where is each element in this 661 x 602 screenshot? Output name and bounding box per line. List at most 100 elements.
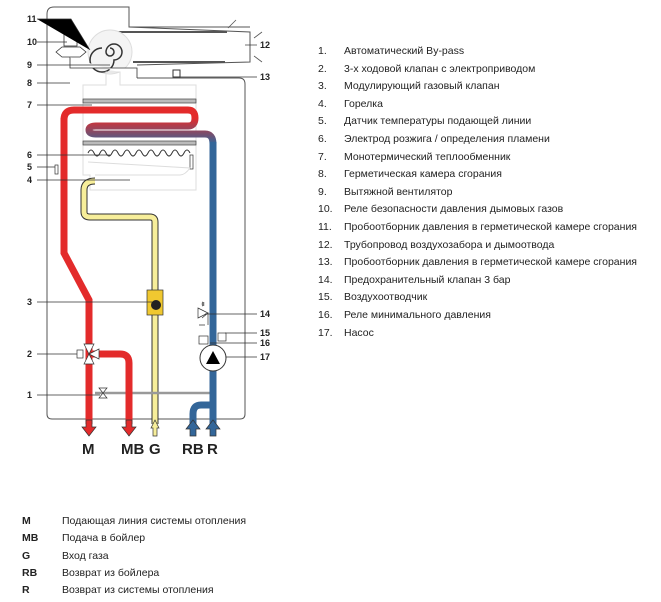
legend-number: 14. [318, 273, 333, 286]
legend-text: Пробоотборник давления в герметической к… [344, 220, 637, 233]
arrow-up-r [205, 419, 221, 437]
bypass-valve [98, 387, 108, 399]
legend-item: 2. 3-х ходовой клапан с электроприводом [318, 61, 637, 79]
combustion-chamber [82, 71, 197, 191]
legend-number: 5. [318, 115, 327, 128]
legend-number: 2. [318, 62, 327, 75]
legend-item: 1. Автоматический By-pass [318, 43, 637, 61]
callout-17: 17 [260, 352, 270, 362]
boiler-flow-pipe [92, 350, 133, 424]
callout-3: 3 [27, 297, 32, 307]
callout-7: 7 [27, 100, 32, 110]
legend-item: 8. Герметическая камера сгорания [318, 166, 637, 184]
key-text: Подающая линия системы отопления [62, 515, 247, 527]
key-item: MB Подача в бойлер [22, 530, 246, 547]
callout-4: 4 [27, 175, 32, 185]
pump-arrow-icon [206, 351, 220, 364]
callout-2: 2 [27, 349, 32, 359]
key-code: RB [22, 566, 38, 579]
flue-duct [113, 19, 263, 66]
legend-number: 10. [318, 203, 333, 216]
callout-10: 10 [27, 37, 37, 47]
legend-number: 9. [318, 185, 327, 198]
callout-13: 13 [260, 72, 270, 82]
legend-text: Насос [344, 326, 374, 339]
electrode-tip [189, 154, 194, 170]
legend-item: 12. Трубопровод воздухозабора и дымоотвод… [318, 237, 637, 255]
callout-1: 1 [27, 390, 32, 400]
legend-number: 6. [318, 132, 327, 145]
legend-text: Электрод розжига / определения пламени [344, 132, 550, 145]
legend-text: Пробоотборник давления в герметической к… [344, 256, 637, 269]
boiler-return-pipe [189, 401, 213, 424]
component-legend: 1. Автоматический By-pass 2. 3-х ходовой кл… [318, 43, 637, 342]
callout-lines [37, 18, 257, 396]
legend-text: 3-х ходовой клапан с электроприводом [344, 62, 536, 75]
legend-item: 6. Электрод розжига / определения пламени [318, 131, 637, 149]
key-item: M Подающая линия системы отопления [22, 513, 246, 530]
arrow-down-m [81, 419, 97, 437]
arrow-up-g [150, 419, 160, 437]
legend-text: Трубопровод воздухозабора и дымоотвода [344, 238, 555, 251]
arrow-up-rb [185, 419, 201, 437]
safety-valve [197, 301, 209, 326]
callout-12: 12 [260, 40, 270, 50]
legend-number: 4. [318, 97, 327, 110]
boiler-diagram: 11 10 9 8 7 6 5 4 3 2 1 12 13 14 15 16 1… [27, 6, 270, 458]
callout-14: 14 [260, 309, 270, 319]
legend-item: 14. Предохранительный клапан 3 бар [318, 272, 637, 290]
legend-item: 13. Пробоотборник давления в герметическо… [318, 254, 637, 272]
legend-number: 3. [318, 80, 327, 93]
legend-text: Автоматический By-pass [344, 45, 465, 57]
legend-number: 12. [318, 238, 333, 251]
pipe-label-mb: MB [121, 441, 144, 458]
legend-number: 16. [318, 308, 333, 321]
legend-item: 17. Насос [318, 325, 637, 343]
callout-11: 11 [27, 14, 37, 24]
air-vent [217, 332, 227, 342]
gas-valve-actuator [151, 300, 161, 310]
legend-item: 16. Реле минимального давления [318, 307, 637, 325]
key-text: Возврат из системы отопления [62, 584, 214, 597]
pipe-label-r: R [207, 441, 218, 458]
legend-number: 17. [318, 326, 333, 339]
pressure-tap [172, 69, 181, 78]
arrow-down-mb [121, 419, 137, 437]
heat-exchanger-plate [82, 98, 197, 104]
callout-5: 5 [27, 162, 32, 172]
legend-number: 8. [318, 168, 327, 181]
legend-text: Воздухоотводчик [344, 291, 428, 304]
legend-number: 11. [318, 220, 332, 233]
legend-text: Модулирующий газовый клапан [344, 80, 500, 93]
key-code: M [22, 515, 31, 527]
legend-item: 4. Горелка [318, 96, 637, 114]
key-code: G [22, 549, 31, 562]
callout-6: 6 [27, 150, 32, 160]
ignition-electrode [87, 149, 191, 157]
boiler-casing [46, 6, 250, 28]
key-text: Подача в бойлер [62, 532, 146, 545]
legend-text: Предохранительный клапан 3 бар [344, 273, 511, 286]
legend-number: 1. [318, 45, 327, 57]
legend-text: Герметическая камера сгорания [344, 168, 502, 181]
pressure-switch-min [198, 335, 209, 345]
legend-text: Горелка [344, 97, 383, 110]
boiler-casing-lower [46, 14, 246, 420]
legend-item: 9.Вытяжной вентилятор [318, 184, 637, 202]
burner [87, 161, 191, 176]
legend-item: 10.Реле безопасности давления дымовых га… [318, 201, 637, 219]
legend-text: Реле минимального давления [344, 308, 491, 321]
legend-number: 13. [318, 256, 333, 269]
callout-15: 15 [260, 328, 270, 338]
key-code: MB [22, 532, 39, 545]
pipe-label-g: G [149, 441, 161, 458]
temperature-sensor [54, 164, 59, 175]
legend-item: 15.Воздухоотводчик [318, 289, 637, 307]
legend-item: 11. Пробоотборник давления в герметическо… [318, 219, 637, 237]
heat-exchanger-coil [85, 117, 217, 145]
pipe-label-rb: RB [182, 441, 204, 458]
pipe-label-m: M [82, 441, 95, 458]
